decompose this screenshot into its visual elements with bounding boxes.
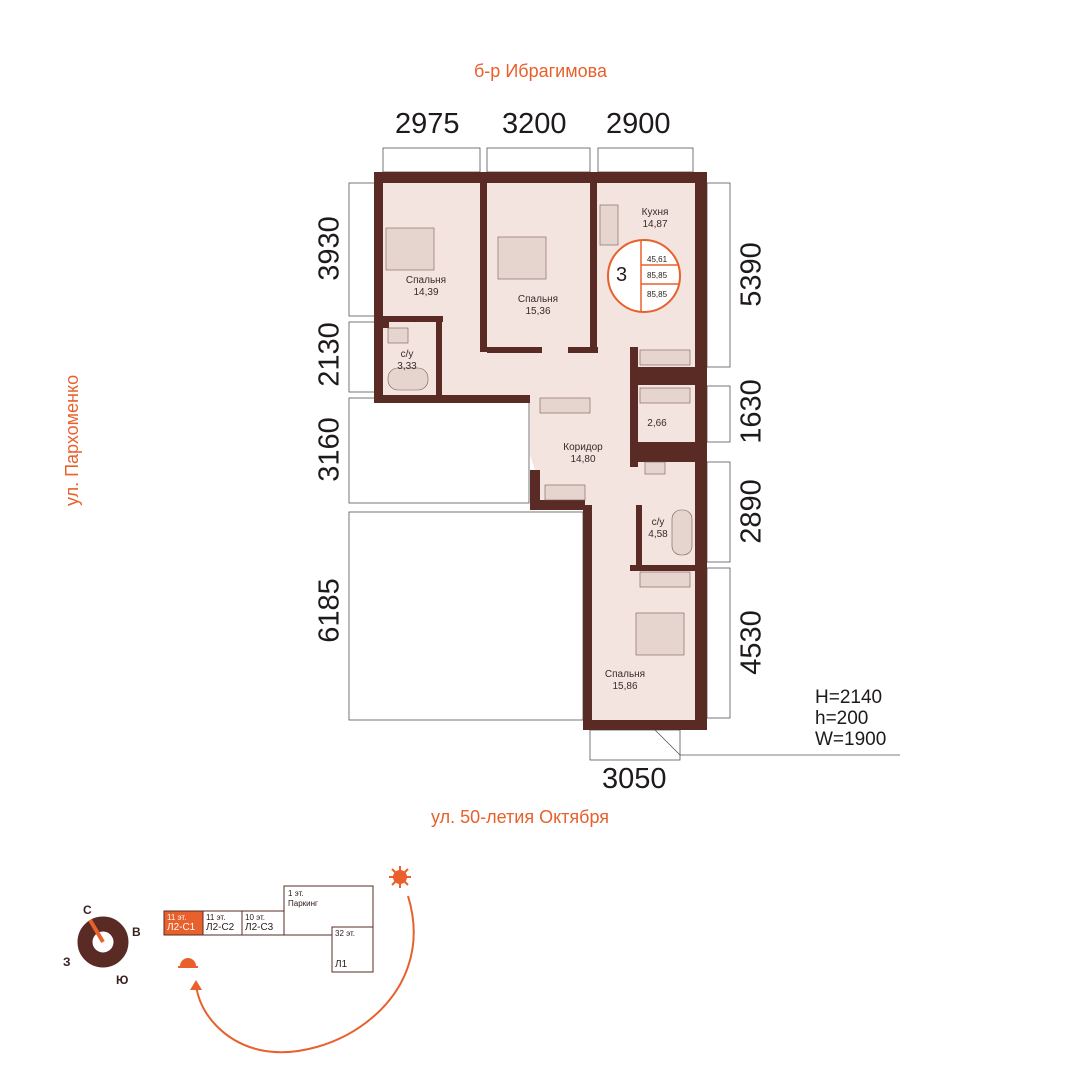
window-width: W=1900 <box>815 729 887 750</box>
dim-top-1: 2975 <box>395 108 460 140</box>
room-name: Спальня <box>517 294 559 305</box>
section-parking: 1 эт.Паркинг <box>288 889 318 909</box>
furniture <box>385 204 693 656</box>
street-bottom: ул. 50-летия Октября <box>431 807 610 827</box>
section-code: Л2-С2 <box>206 922 235 933</box>
badge-total-2: 85,85 <box>647 290 668 299</box>
section-floors: 10 эт. <box>245 913 266 922</box>
room-name: с/у <box>651 517 665 528</box>
sun-path-arrow <box>195 895 415 1054</box>
sun-icon <box>389 866 411 888</box>
dim-bottom: 3050 <box>602 763 667 795</box>
dim-right-3: 2890 <box>735 479 768 544</box>
room-name: с/у <box>400 349 414 360</box>
height-h: h=200 <box>815 708 869 729</box>
section-floors: 11 эт. <box>167 913 187 922</box>
area-badge <box>607 239 681 313</box>
site-scheme <box>163 885 374 973</box>
room-area: 2,66 <box>647 418 667 429</box>
room-storage: 2,66 <box>647 418 666 430</box>
room-area: 4,58 <box>648 529 668 540</box>
street-left: ул. Пархоменко <box>62 374 82 506</box>
room-name: Спальня <box>405 275 447 286</box>
compass-west: З <box>63 955 71 969</box>
compass-icon <box>77 916 129 968</box>
section-l1-floors: 32 эт. <box>335 929 356 938</box>
sunrise-icon <box>178 958 198 968</box>
dim-left-3: 3160 <box>313 417 346 482</box>
section-l2c3: 10 эт.Л2-С3 <box>245 913 273 933</box>
room-area: 3,33 <box>397 361 417 372</box>
room-area: 14,87 <box>642 219 668 230</box>
dim-top-2: 3200 <box>502 108 567 140</box>
dim-right-4: 4530 <box>735 610 768 675</box>
section-floors: 11 эт. <box>206 913 226 922</box>
walls <box>374 172 707 730</box>
section-floors: 1 эт. <box>288 889 304 898</box>
dim-top-3: 2900 <box>606 108 671 140</box>
section-l2c2: 11 эт.Л2-С2 <box>206 913 234 933</box>
street-top: б-р Ибрагимова <box>474 61 607 81</box>
dim-right-2: 1630 <box>735 379 768 444</box>
room-area: 14,39 <box>413 287 439 298</box>
apartment-floor <box>380 178 700 725</box>
compass-north: С <box>83 903 92 917</box>
arrow-head-icon <box>190 980 202 990</box>
room-area: 15,86 <box>612 681 638 692</box>
section-code: Паркинг <box>288 899 318 908</box>
dim-left-4: 6185 <box>313 578 346 643</box>
section-code: Л2-С1 <box>167 922 196 933</box>
room-area: 14,80 <box>570 454 596 465</box>
room-area: 15,36 <box>525 306 551 317</box>
compass-south: Ю <box>116 973 129 987</box>
badge-rooms: 3 <box>616 264 628 286</box>
section-l2c1: 11 эт.Л2-С1 <box>167 913 195 933</box>
room-name: Спальня <box>604 669 646 680</box>
badge-living: 45,61 <box>647 255 668 264</box>
dim-left-2: 2130 <box>313 322 346 387</box>
height-H: H=2140 <box>815 687 883 708</box>
section-l1-code: Л1 <box>335 959 348 970</box>
badge-total: 85,85 <box>647 271 668 280</box>
section-code: Л2-С3 <box>245 922 274 933</box>
dim-left-1: 3930 <box>313 216 346 281</box>
dim-right-1: 5390 <box>735 242 768 307</box>
room-name: Кухня <box>641 207 669 218</box>
room-name: Коридор <box>563 442 603 453</box>
compass-east: В <box>132 925 141 939</box>
